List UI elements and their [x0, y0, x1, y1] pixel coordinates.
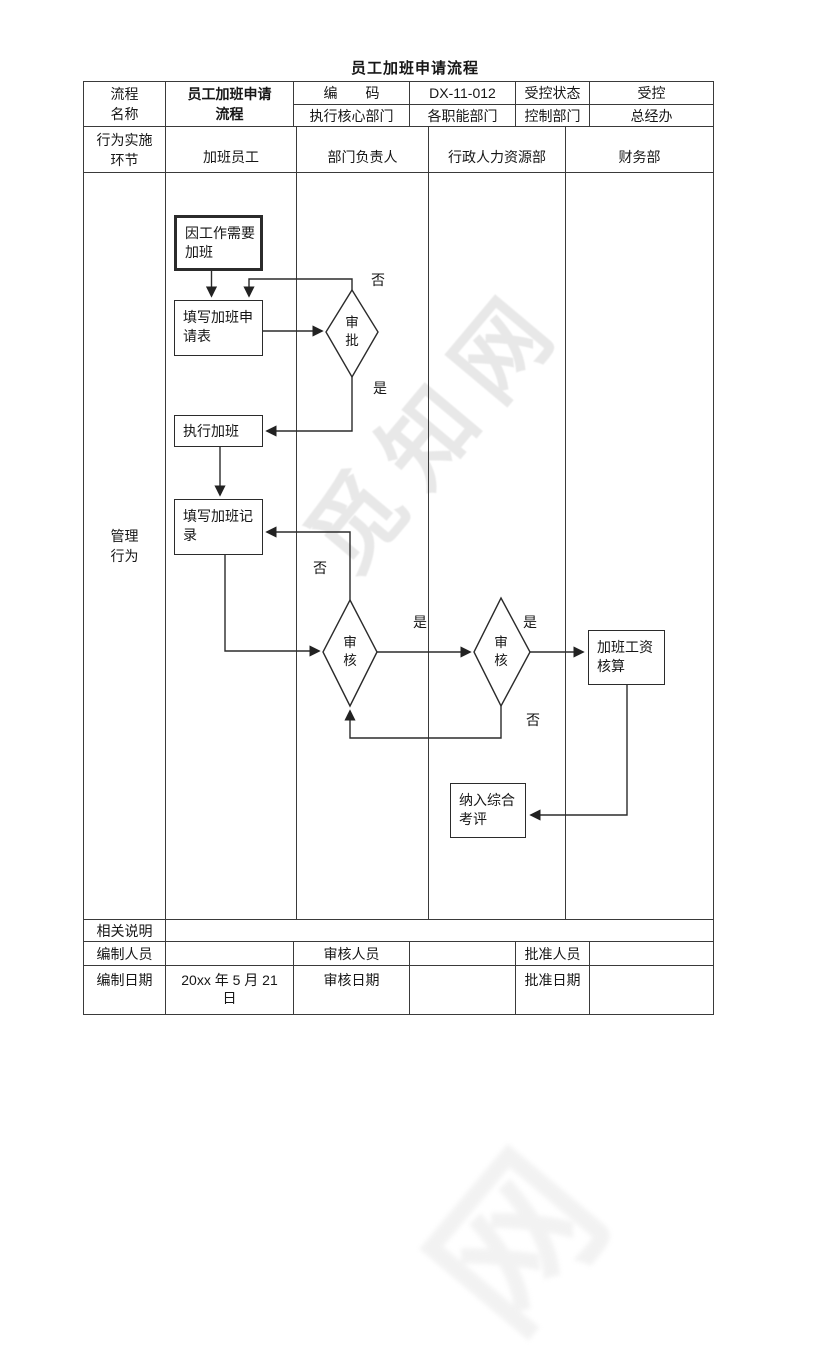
maker-label: 编制人员	[84, 942, 166, 966]
reviewer-value	[410, 942, 516, 966]
approve-date-label: 批准日期	[516, 966, 590, 1015]
flow-row-label: 管理 行为	[84, 173, 166, 920]
lane-head-manager: 部门负责人	[297, 127, 429, 173]
make-date-label: 编制日期	[84, 966, 166, 1015]
review1-diamond-label: 审 核	[343, 635, 357, 668]
lane-head-hr: 行政人力资源部	[429, 127, 566, 173]
lane-manager	[297, 173, 429, 920]
approve-date-value	[590, 966, 714, 1015]
remark-value	[166, 920, 714, 942]
lane-hr	[429, 173, 566, 920]
review1-no-label: 否	[313, 560, 327, 576]
process-name-value: 员工加班申请 流程	[166, 82, 294, 127]
core-dept-label: 执行核心部门	[294, 105, 410, 127]
control-dept-label: 控制部门	[516, 105, 590, 127]
review-date-label: 审核日期	[294, 966, 410, 1015]
flow-connectors-svg	[205, 271, 628, 821]
node-fill-record: 填写加班记 录	[174, 499, 263, 555]
process-table: 流程 名称 员工加班申请 流程 编 码 DX-11-012 受控状态 受控 执行…	[83, 81, 714, 1015]
flowchart: 因工作需要 加班 填写加班申 请表 执行加班 填写加班记 录 加班工资 核算 纳…	[83, 172, 713, 919]
watermark-partial: 网	[398, 1123, 639, 1362]
remark-label: 相关说明	[84, 920, 166, 942]
review2-yes-label: 是	[523, 614, 537, 630]
approver-label: 批准人员	[516, 942, 590, 966]
review2-diamond	[473, 596, 531, 708]
code-value: DX-11-012	[410, 82, 516, 105]
approve-yes-label: 是	[373, 380, 387, 396]
code-label: 编 码	[294, 82, 410, 105]
lane-row-label: 行为实施 环节	[84, 127, 166, 173]
lane-finance	[566, 173, 714, 920]
control-dept-value: 总经办	[590, 105, 714, 127]
approver-value	[590, 942, 714, 966]
controlled-state-value: 受控	[590, 82, 714, 105]
node-execute: 执行加班	[174, 415, 263, 447]
review1-yes-label: 是	[413, 614, 427, 630]
lane-employee	[166, 173, 297, 920]
node-fill-form: 填写加班申 请表	[174, 300, 263, 356]
review-date-value	[410, 966, 516, 1015]
node-start: 因工作需要 加班	[174, 215, 263, 271]
reviewer-label: 审核人员	[294, 942, 410, 966]
review2-diamond-label: 审 核	[494, 635, 508, 668]
make-date-value: 20xx 年 5 月 21 日	[166, 966, 294, 1015]
approve-diamond	[325, 288, 379, 379]
review2-no-label: 否	[526, 712, 540, 728]
lane-head-finance: 财务部	[566, 127, 714, 173]
node-salary: 加班工资 核算	[588, 630, 665, 685]
maker-value	[166, 942, 294, 966]
page-title: 员工加班申请流程	[350, 60, 479, 77]
controlled-state-label: 受控状态	[516, 82, 590, 105]
approve-no-label: 否	[371, 272, 385, 288]
core-dept-value: 各职能部门	[410, 105, 516, 127]
node-evaluate: 纳入综合 考评	[450, 783, 526, 838]
approve-diamond-label: 审 批	[345, 315, 359, 348]
process-name-label: 流程 名称	[84, 82, 166, 127]
review1-diamond	[322, 598, 378, 708]
lane-head-employee: 加班员工	[166, 127, 297, 173]
